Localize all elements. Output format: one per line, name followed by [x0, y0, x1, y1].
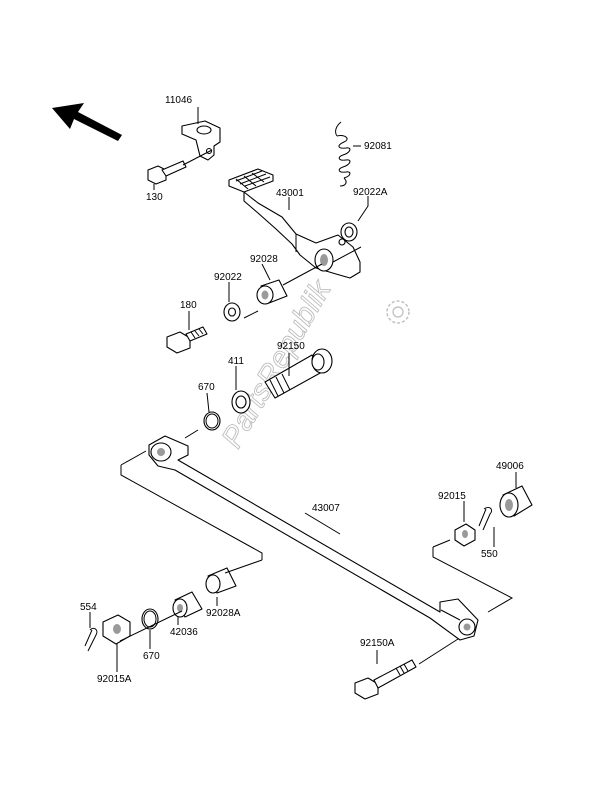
- part-92150A-bolt[interactable]: [354, 659, 417, 700]
- part-411-seal[interactable]: [231, 390, 251, 414]
- label-43001: 43001: [276, 188, 304, 199]
- label-670-lower: 670: [143, 651, 160, 662]
- label-42036: 42036: [170, 627, 198, 638]
- part-92015-nut[interactable]: [454, 523, 476, 547]
- front-direction-arrow-icon: [52, 103, 122, 141]
- label-550: 550: [481, 549, 498, 560]
- part-11046-bracket[interactable]: [181, 120, 221, 161]
- label-92015: 92015: [438, 491, 466, 502]
- label-130: 130: [146, 192, 163, 203]
- part-670-o-ring-upper[interactable]: [203, 411, 221, 431]
- label-92022: 92022: [214, 272, 242, 283]
- part-49006-cap[interactable]: [499, 485, 533, 518]
- watermark-gear-icon: [386, 300, 410, 324]
- label-92015A: 92015A: [97, 674, 132, 685]
- part-550-cotter-pin[interactable]: [478, 507, 493, 531]
- label-92022A: 92022A: [353, 187, 388, 198]
- label-92028A: 92028A: [206, 608, 241, 619]
- part-92022A-washer[interactable]: [340, 222, 358, 242]
- part-43007-brake-rod[interactable]: [148, 435, 479, 641]
- label-43007: 43007: [312, 503, 340, 514]
- label-670-upper: 670: [198, 382, 215, 393]
- part-92081-spring[interactable]: [335, 121, 351, 187]
- label-11046: 11046: [165, 95, 193, 106]
- part-43001-brake-pedal[interactable]: [228, 168, 361, 279]
- part-180-bolt[interactable]: [166, 326, 208, 354]
- part-92028A-bushing[interactable]: [205, 567, 237, 594]
- label-92150: 92150: [277, 341, 305, 352]
- label-411: 411: [228, 356, 244, 367]
- part-labels: 11046 130 92081 43001 92022A 92028 92022…: [80, 95, 524, 685]
- part-130-bolt[interactable]: [147, 160, 187, 185]
- label-180: 180: [180, 300, 197, 311]
- label-554: 554: [80, 602, 97, 613]
- label-92028: 92028: [250, 254, 278, 265]
- part-554-cotter-pin[interactable]: [84, 627, 98, 652]
- part-92022-washer[interactable]: [223, 302, 241, 322]
- label-92081: 92081: [364, 141, 392, 152]
- label-92150A: 92150A: [360, 638, 395, 649]
- label-49006: 49006: [496, 461, 524, 472]
- part-92150-pivot-bolt[interactable]: [264, 348, 333, 399]
- leader-lines: [89, 107, 517, 672]
- part-92015A-nut[interactable]: [102, 614, 131, 645]
- part-92028-bushing[interactable]: [256, 279, 288, 305]
